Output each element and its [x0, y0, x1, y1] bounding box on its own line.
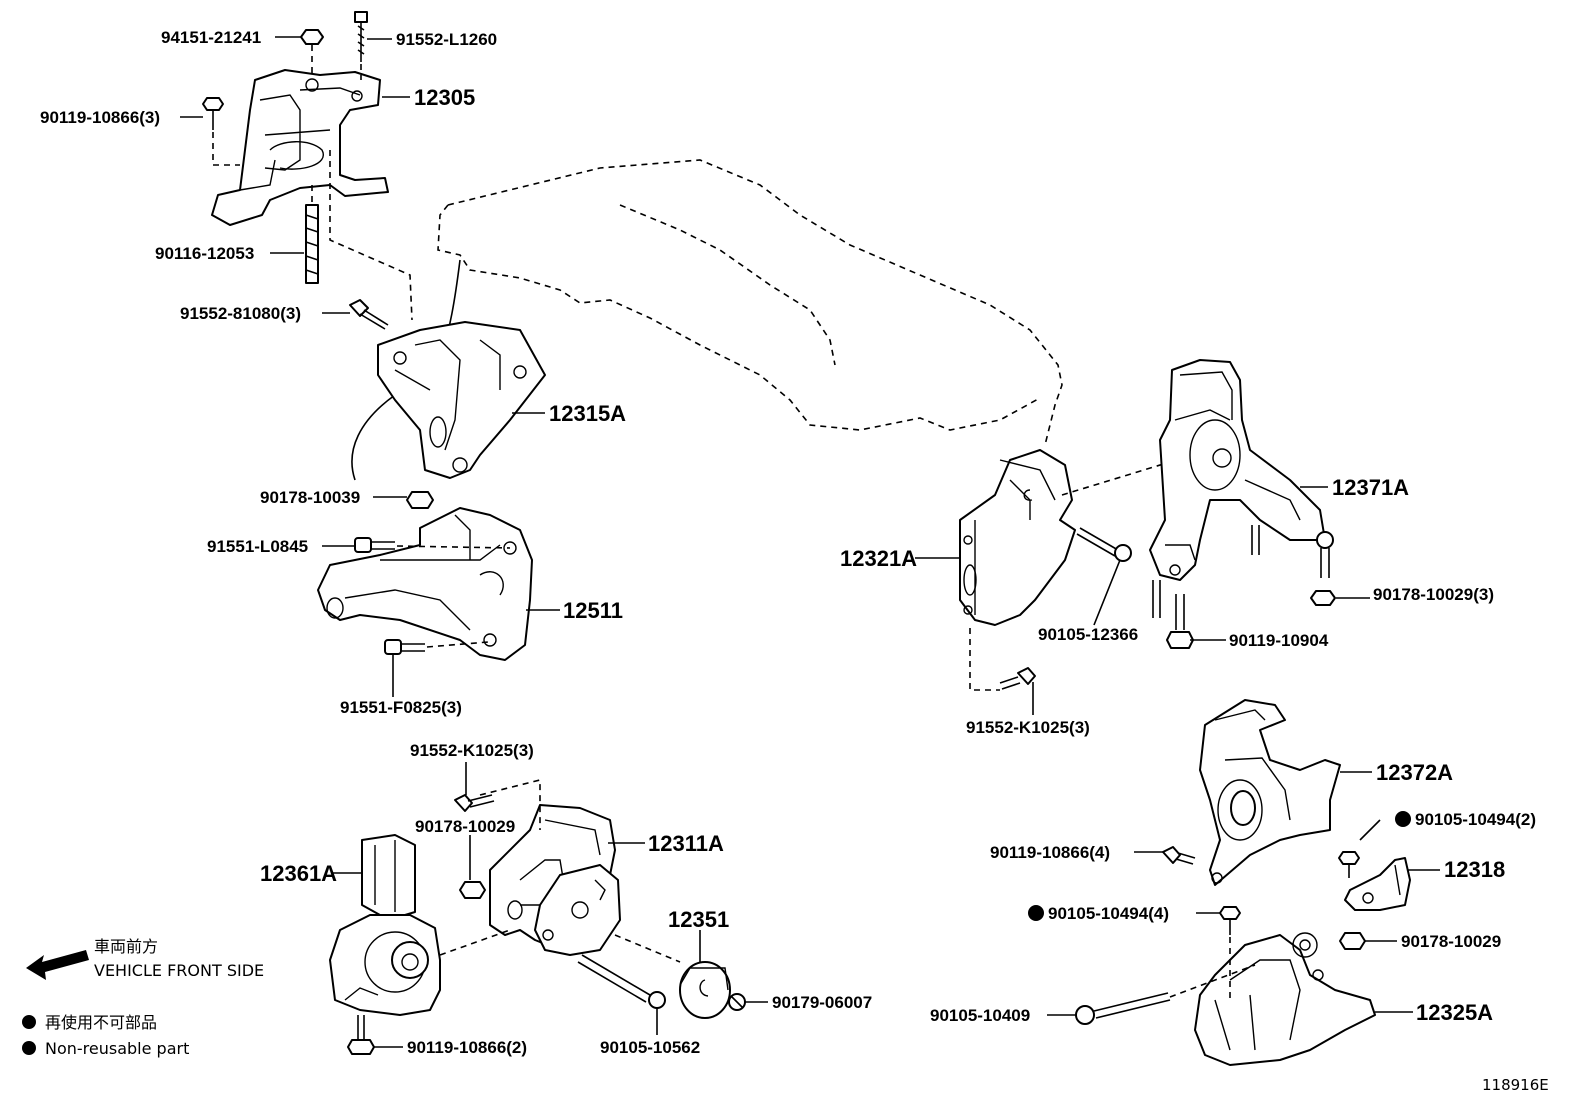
- label-90119-10904: 90119-10904: [1229, 631, 1329, 650]
- nut-90178-10029-bottom-right: [1339, 932, 1366, 950]
- label-94151-21241: 94151-21241: [161, 28, 261, 47]
- label-91552-81080-3: 91552-81080(3): [180, 304, 301, 323]
- label-12351: 12351: [668, 907, 729, 932]
- label-90105-10409: 90105-10409: [930, 1006, 1030, 1025]
- part-12321a-bracket: [959, 449, 1076, 626]
- label-91551-f0825-3: 91551-F0825(3): [340, 698, 462, 717]
- nonreusable-marker-icon: [1028, 905, 1044, 921]
- part-12371a-mount: [1149, 359, 1326, 581]
- bolt-91552-l1260: [354, 11, 368, 62]
- label-90105-10494-2: 90105-10494(2): [1415, 810, 1536, 829]
- label-90119-10866-4: 90119-10866(4): [990, 843, 1110, 862]
- part-12315a-bracket: [377, 321, 546, 479]
- label-90116-12053: 90116-12053: [155, 244, 254, 263]
- part-12361a-mount: [329, 834, 441, 1016]
- bolt-90105-10562: [577, 954, 666, 1009]
- bolt-91552-81080: [349, 299, 389, 330]
- label-90178-10029-left: 90178-10029: [415, 817, 515, 836]
- label-12371a: 12371A: [1332, 475, 1409, 500]
- nonreusable-marker-icon: [1395, 811, 1411, 827]
- stud-90116-12053: [305, 204, 319, 284]
- bolt-91551-l0845: [354, 537, 395, 553]
- stud-12371a-left: [1152, 580, 1161, 618]
- label-90105-12366: 90105-12366: [1038, 625, 1138, 644]
- bolt-90105-10494-right: [1338, 851, 1360, 878]
- label-90119-10866-3: 90119-10866(3): [40, 108, 160, 127]
- label-12321a: 12321A: [840, 546, 917, 571]
- bolt-90105-10494-bottom: [1219, 906, 1241, 935]
- legend: 車両前方 VEHICLE FRONT SIDE 再使用不可部品 Non-reus…: [22, 937, 264, 1058]
- label-90105-10494-4: 90105-10494(4): [1048, 904, 1169, 923]
- bolt-90119-10866-top: [202, 97, 224, 130]
- engine-outline: [437, 159, 1063, 446]
- label-12511: 12511: [563, 598, 623, 623]
- nut-90178-10039: [406, 491, 434, 509]
- label-91552-k1025-3-right: 91552-K1025(3): [966, 718, 1090, 737]
- part-12325a-bracket: [1194, 932, 1376, 1066]
- label-12372a: 12372A: [1376, 760, 1453, 785]
- label-12311a: 12311A: [648, 831, 724, 856]
- nut-94151-21241: [300, 29, 324, 45]
- washer-90179-06007: [728, 993, 746, 1011]
- stud-12371a-right: [1316, 531, 1334, 578]
- bolt-90105-12366: [1076, 527, 1132, 562]
- bolt-91552-k1025-right: [999, 667, 1036, 690]
- label-91551-l0845: 91551-L0845: [207, 537, 308, 556]
- label-90179-06007: 90179-06007: [772, 993, 872, 1012]
- bolt-91551-f0825: [384, 639, 425, 655]
- bolt-90119-10866-bottom: [347, 1015, 375, 1055]
- label-90178-10029-right: 90178-10029: [1401, 932, 1501, 951]
- part-12318-clip: [1344, 857, 1411, 911]
- label-12361a: 12361A: [260, 861, 337, 886]
- nut-90178-10029-left: [459, 881, 486, 899]
- bolt-91552-k1025-left: [454, 794, 495, 812]
- label-90105-10562: 90105-10562: [600, 1038, 700, 1057]
- bolt-90119-10866-right: [1162, 846, 1196, 865]
- label-90178-10039: 90178-10039: [260, 488, 360, 507]
- label-90119-10866-2: 90119-10866(2): [407, 1038, 527, 1057]
- label-12325a: 12325A: [1416, 1000, 1493, 1025]
- leader-lines: [180, 36, 1440, 1048]
- bolt-90105-10409: [1075, 992, 1171, 1025]
- label-12315a: 12315A: [549, 401, 626, 426]
- part-12511-bracket: [317, 507, 533, 661]
- diagram-id: 118916E: [1482, 1076, 1549, 1094]
- label-90178-10029-3: 90178-10029(3): [1373, 585, 1494, 604]
- vehicle-front-en: VEHICLE FRONT SIDE: [94, 961, 264, 980]
- bolt-90119-10904: [1166, 594, 1194, 649]
- nut-90178-10029-right: [1310, 590, 1336, 606]
- vehicle-front-jp: 車両前方: [94, 937, 158, 956]
- arrow-left-icon: [26, 950, 89, 980]
- part-12305-mount: [211, 69, 389, 226]
- part-12351-bushing: [679, 961, 731, 1019]
- part-12372a-mount: [1199, 699, 1341, 886]
- label-12318: 12318: [1444, 857, 1505, 882]
- part-labels: 94151-21241 91552-L1260 12305 90119-1086…: [40, 28, 1536, 1057]
- label-91552-l1260: 91552-L1260: [396, 30, 497, 49]
- stud-12371a-center: [1251, 525, 1260, 555]
- part-12311a-bracket: [489, 804, 621, 956]
- label-12305: 12305: [414, 85, 475, 110]
- nonreusable-jp: 再使用不可部品: [45, 1013, 157, 1032]
- nonreusable-en: Non-reusable part: [45, 1039, 189, 1058]
- label-91552-k1025-3-left: 91552-K1025(3): [410, 741, 534, 760]
- bullet-icon: [22, 1041, 36, 1055]
- bullet-icon: [22, 1015, 36, 1029]
